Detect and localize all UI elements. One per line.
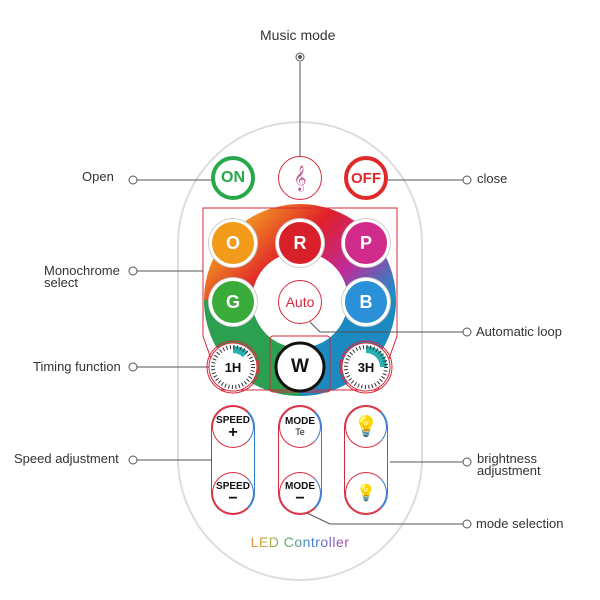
brightness-down-button[interactable]: 💡 [345, 472, 387, 514]
on-button[interactable]: ON [211, 156, 255, 200]
orange-button[interactable]: O [209, 219, 257, 267]
timer-1h-button[interactable]: 1H [224, 359, 242, 375]
close-callout: close [477, 171, 508, 186]
brightness-group [344, 405, 388, 515]
speed-down-button[interactable]: SPEED− [212, 472, 254, 514]
w-button-bg [274, 341, 326, 393]
off-button[interactable]: OFF [344, 156, 388, 200]
mode-down-button[interactable]: MODE− [279, 472, 321, 514]
mode-group [278, 405, 322, 515]
speed-up-button[interactable]: SPEED+ [212, 406, 254, 448]
mode-down-label: MODE [285, 480, 315, 492]
mode-up-label: MODE [285, 416, 315, 427]
mode-selection-callout: mode selection [476, 516, 564, 531]
timing-function-callout: Timing function [33, 359, 121, 374]
red-button[interactable]: R [276, 219, 324, 267]
minus-sign: − [295, 489, 305, 507]
white-button[interactable]: W [291, 356, 309, 377]
timer-3h-button[interactable]: 3H [357, 359, 375, 375]
music-mode-button[interactable]: 𝄞 [278, 156, 322, 200]
mode-up-sub: Te [295, 427, 305, 437]
speed-down-label: SPEED [216, 480, 250, 492]
music-mode-callout: Music mode [260, 27, 336, 43]
auto-button[interactable]: Auto [278, 280, 322, 324]
automatic-loop-callout: Automatic loop [476, 324, 562, 339]
speed-adjustment-callout: Speed adjustment [14, 451, 119, 466]
bulb-bright-icon: 💡 [353, 415, 379, 438]
led-controller-label: LED Controller [230, 534, 370, 550]
speed-group [211, 405, 255, 515]
speed-up-label: SPEED [216, 414, 250, 426]
brightness-up-button[interactable]: 💡 [345, 406, 387, 448]
bulb-dim-icon: 💡 [356, 484, 376, 502]
brightness-adjustment-callout: brightness adjustment [477, 451, 541, 478]
monochrome-callout: Monochrome select [44, 263, 120, 290]
minus-sign: − [228, 489, 238, 507]
open-callout: Open [82, 169, 114, 184]
treble-clef-icon: 𝄞 [293, 165, 307, 190]
plus-sign: + [228, 423, 238, 441]
purple-button[interactable]: P [342, 219, 390, 267]
blue-button[interactable]: B [342, 278, 390, 326]
green-button[interactable]: G [209, 278, 257, 326]
